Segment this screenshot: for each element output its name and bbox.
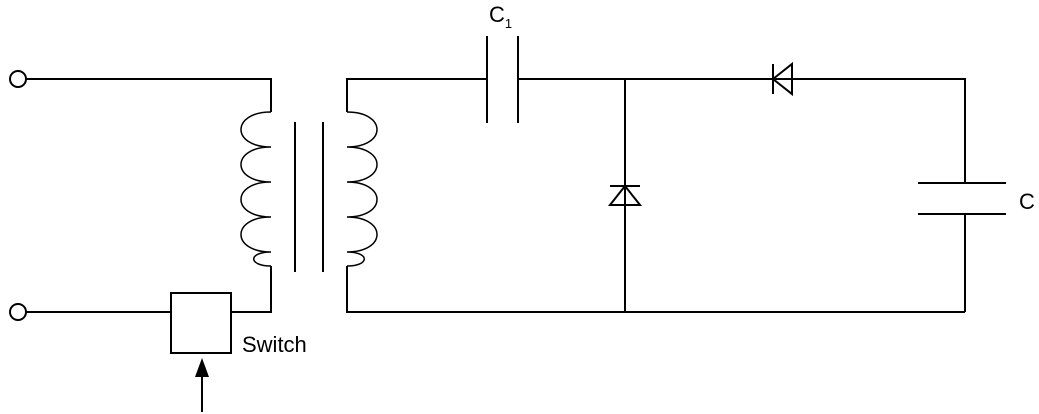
wire-top-right — [518, 78, 966, 183]
switch-actuator-arrow-head — [195, 358, 209, 377]
input-terminal-bottom — [9, 303, 27, 321]
input-terminal-top — [9, 70, 27, 88]
diode-shunt — [607, 184, 643, 206]
capacitor-c-label: C — [1019, 189, 1035, 214]
transformer-secondary-coil — [346, 111, 378, 267]
capacitor-c1-subscript: 1 — [505, 16, 512, 31]
capacitor-c1-label: C1 — [489, 2, 512, 31]
wire-secondary-top — [346, 78, 487, 112]
switch-box — [170, 292, 232, 354]
switch-label: Switch — [242, 332, 307, 357]
wire-primary-bottom-right — [231, 266, 272, 313]
wire-primary-top — [26, 78, 272, 112]
transformer-primary-coil — [240, 111, 272, 267]
wire-secondary-bottom — [346, 266, 965, 313]
diode-series — [771, 61, 793, 97]
